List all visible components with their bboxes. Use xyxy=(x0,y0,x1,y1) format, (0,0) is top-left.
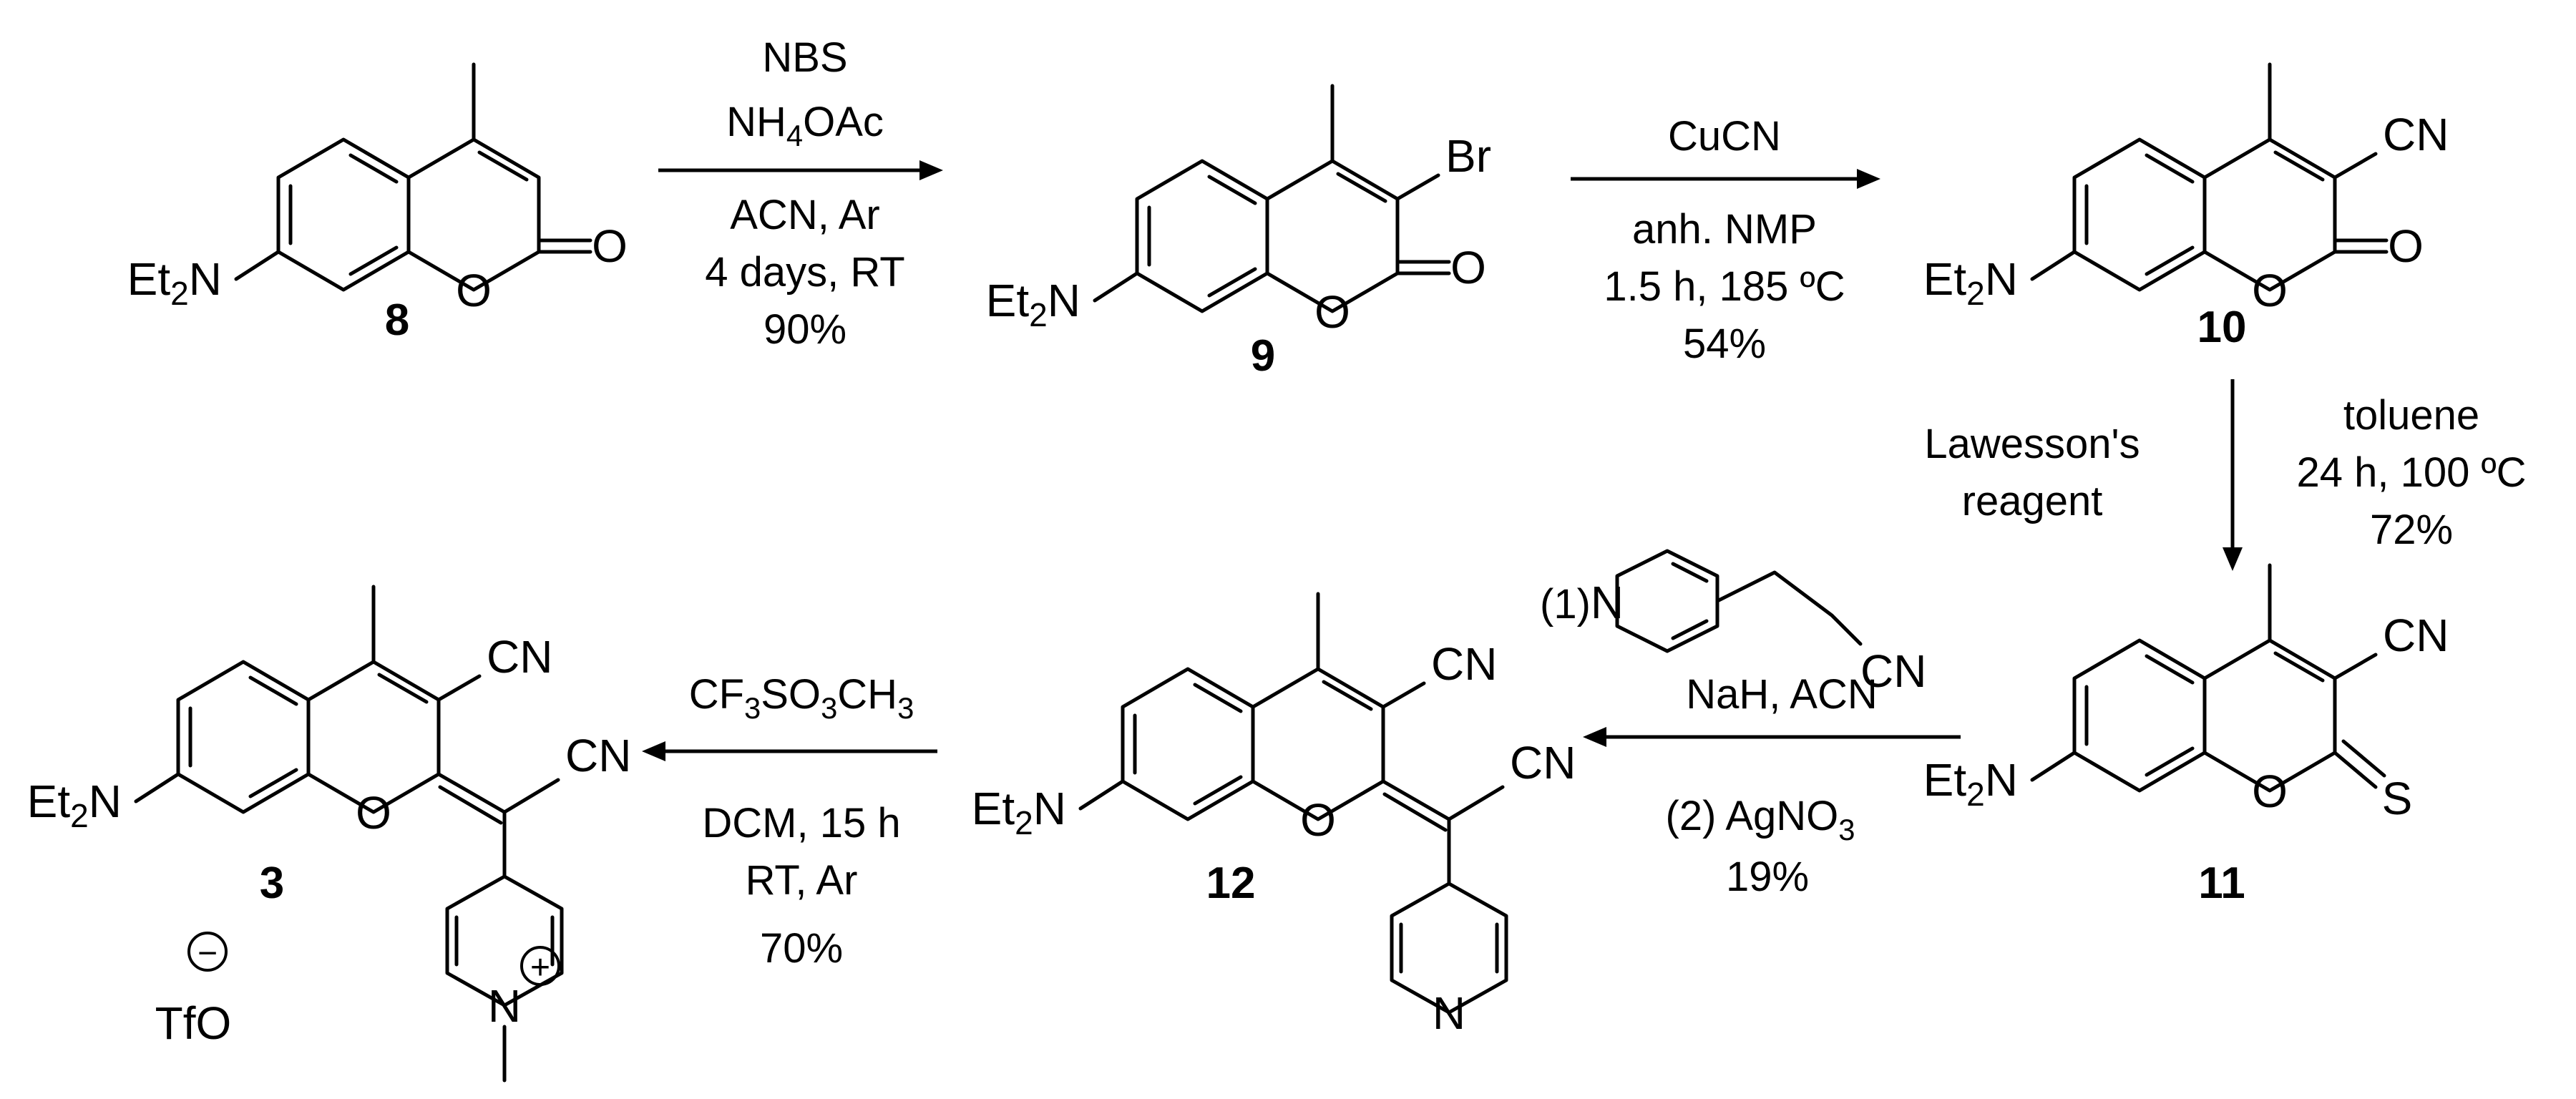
thione-sulfur: S xyxy=(2382,773,2413,824)
step4-prefix: (1) xyxy=(1540,581,1591,627)
compound-3: O CN CN N + Et2N TfO − xyxy=(27,585,631,1083)
compound-8: O O Et2N xyxy=(127,62,628,316)
step3-yield: 72% xyxy=(2370,507,2453,553)
step2-condition-2: 1.5 h, 185 ºC xyxy=(1604,263,1845,310)
cyano-label: CN xyxy=(2383,109,2449,160)
compound-number: 9 xyxy=(1251,331,1275,381)
cyano-label: CN xyxy=(487,631,552,683)
step3-reagent-1: Lawesson's xyxy=(1924,421,2140,467)
step4-condition-1: NaH, ACN xyxy=(1686,671,1878,718)
carbonyl-oxygen: O xyxy=(592,220,628,272)
compound-11: O S CN Et2N xyxy=(1923,563,2449,824)
step3-condition-2: 24 h, 100 ºC xyxy=(2296,449,2526,496)
exo-cyano-label: CN xyxy=(565,730,631,781)
reaction-arrow-1 xyxy=(658,160,943,180)
compound-number: 10 xyxy=(2197,303,2247,352)
ring-oxygen: O xyxy=(2252,265,2288,316)
reaction-arrow-3 xyxy=(2223,379,2243,571)
compound-number: 12 xyxy=(1206,859,1256,908)
compound-12: O CN CN N Et2N xyxy=(972,592,1576,1039)
carbonyl-oxygen: O xyxy=(2388,220,2424,272)
step2-reagent: CuCN xyxy=(1668,113,1781,160)
step4-condition-2: (2) AgNO3 xyxy=(1666,793,1855,846)
step1-condition-2: 4 days, RT xyxy=(705,249,904,295)
step3-condition-1: toluene xyxy=(2343,392,2479,439)
pyridine-nitrogen: N xyxy=(1591,577,1624,628)
compound-9: O O Br Et2N xyxy=(986,84,1491,338)
amine-label: Et2N xyxy=(972,783,1066,841)
pyridinium-nitrogen: N xyxy=(488,980,521,1032)
step4-yield: 19% xyxy=(1726,854,1809,900)
compound-10: O O CN Et2N xyxy=(1923,62,2449,316)
plus-charge-icon: + xyxy=(520,946,560,987)
ring-oxygen: O xyxy=(2252,766,2288,817)
exo-cyano-label: CN xyxy=(1510,737,1576,788)
svg-text:O: O xyxy=(456,265,492,316)
step2-yield: 54% xyxy=(1683,321,1766,367)
step1-yield: 90% xyxy=(763,306,847,353)
step5-reagent: CF3SO3CH3 xyxy=(689,671,914,725)
step1-reagent-1: NBS xyxy=(762,34,847,81)
step1-reagent-2: NH4OAc xyxy=(726,99,884,152)
cyano-label: CN xyxy=(2383,610,2449,661)
minus-charge-icon: − xyxy=(187,932,228,972)
step5-condition-1: DCM, 15 h xyxy=(702,800,900,846)
step5-yield: 70% xyxy=(760,925,843,972)
step1-condition-1: ACN, Ar xyxy=(730,192,880,238)
pyridylacetonitrile-reagent: (1) N CN xyxy=(1540,549,1926,697)
carbonyl-oxygen: O xyxy=(1450,242,1486,293)
ring-oxygen: O xyxy=(1314,286,1350,338)
bromo-label: Br xyxy=(1445,130,1491,182)
amine-label: Et2N xyxy=(1923,253,2018,312)
reaction-arrow-4 xyxy=(1583,727,1961,747)
reaction-arrow-5 xyxy=(642,741,937,761)
amine-label: Et2N xyxy=(986,275,1080,333)
step2-condition-1: anh. NMP xyxy=(1632,206,1817,253)
amine-label: Et2N xyxy=(1923,754,2018,813)
step3-reagent-2: reagent xyxy=(1962,478,2103,524)
amine-label: Et2N xyxy=(127,253,222,312)
svg-text:+: + xyxy=(530,949,550,987)
cyano-label: CN xyxy=(1431,638,1497,690)
reaction-arrow-2 xyxy=(1571,169,1880,189)
ring-oxygen: O xyxy=(356,787,391,839)
compound-number: 11 xyxy=(2198,859,2245,908)
ring-oxygen: O xyxy=(1300,794,1336,846)
compound-number: 8 xyxy=(385,295,409,345)
step5-condition-2: RT, Ar xyxy=(746,857,858,904)
compound-number: 3 xyxy=(260,859,284,908)
pyridine-nitrogen: N xyxy=(1433,987,1465,1039)
amine-label: Et2N xyxy=(27,776,122,834)
svg-text:−: − xyxy=(197,934,218,972)
reagent-cyano: CN xyxy=(1860,645,1926,697)
counterion-label: TfO xyxy=(155,997,232,1049)
ring-oxygen: O xyxy=(456,265,492,316)
